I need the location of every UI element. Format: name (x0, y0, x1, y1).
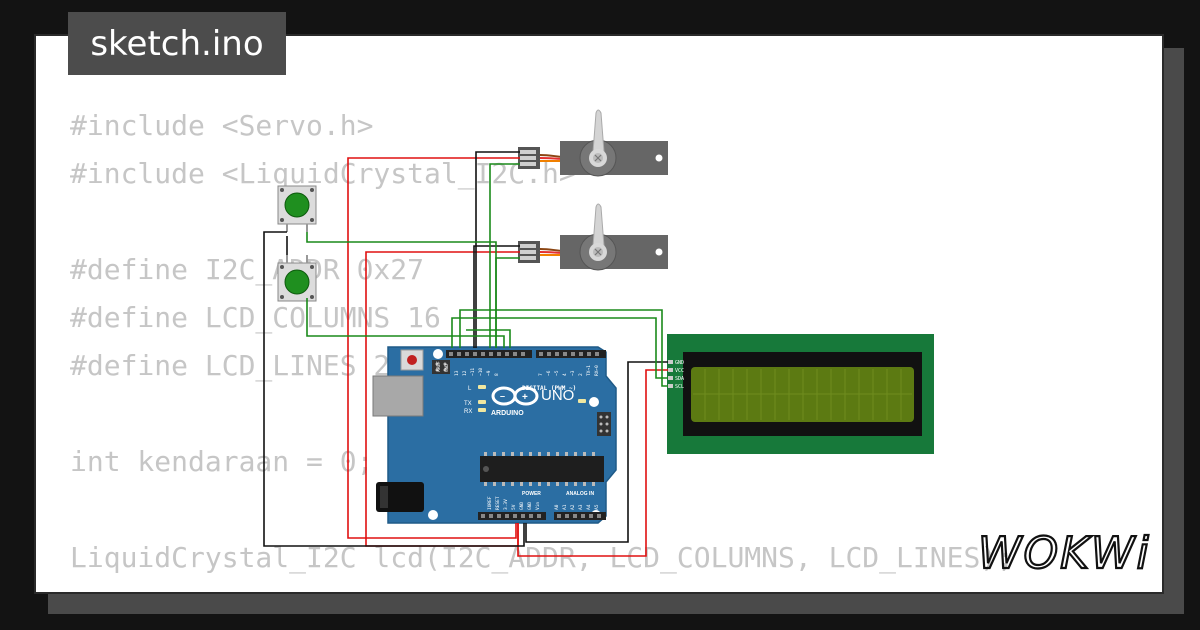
lcd-display[interactable]: GND VCC SDA SCL (667, 334, 934, 454)
wokwi-logo-text: WOKWi (978, 528, 1151, 579)
power-header (478, 512, 546, 520)
icsp-header (432, 360, 611, 436)
pin-label: A0 (554, 504, 560, 510)
code-line: #define I2C_ADDR 0x27 (70, 253, 425, 286)
led-rx-label: RX (464, 409, 472, 415)
pin-label: A1 (562, 504, 568, 510)
lcd-pin-label: VCC (675, 368, 684, 374)
servo-horn (592, 109, 605, 153)
svg-text:–: – (500, 391, 505, 401)
pushbutton-2[interactable] (277, 255, 317, 302)
power-label: POWER (522, 491, 541, 497)
pin-label: GND (527, 502, 533, 510)
wiring (263, 151, 668, 557)
led-tx-label: TX (464, 401, 472, 407)
mounting-hole (655, 248, 663, 256)
digital-label: DIGITAL (PWM ~) (522, 385, 576, 392)
pin-label: A4 (586, 504, 592, 510)
led-l (478, 385, 486, 389)
pin-label: 7 (538, 373, 544, 376)
pin-label: ~10 (478, 368, 484, 376)
pin-label: 13 (454, 370, 460, 376)
pin-label: 3.3V (503, 499, 509, 510)
pin-label: ~9 (486, 370, 492, 376)
mounting-hole (655, 154, 663, 162)
analog-header (554, 512, 606, 520)
pin-label: A5 (594, 504, 600, 510)
pin-label: GND (519, 502, 525, 510)
board-brand: ARDUINO (491, 410, 524, 417)
pin-label: ~3 (570, 370, 576, 376)
lcd-pin-label: SDA (675, 376, 684, 382)
aref-label: AREF (436, 361, 442, 372)
code-line: #include <Servo.h> (70, 109, 374, 142)
pin-label: A2 (570, 504, 576, 510)
pin-label: ~5 (554, 370, 560, 376)
servo-horn (592, 203, 605, 247)
mounting-hole (433, 349, 443, 359)
arduino-infinity-logo: – + (491, 386, 539, 406)
servo-motor-2[interactable] (518, 203, 668, 271)
pin-label: 4 (562, 373, 568, 376)
pushbutton-1[interactable] (277, 185, 317, 232)
pin-label: 8 (494, 373, 500, 376)
analog-label: ANALOG IN (566, 491, 594, 497)
lcd-character-grid (693, 369, 912, 420)
pin-label: TX→1 (586, 365, 592, 376)
lcd-pin-label: GND (675, 360, 684, 366)
atmega-chip (480, 452, 604, 486)
led-rx (478, 408, 486, 412)
led-on (578, 399, 586, 403)
code-listing: #include <Servo.h> #include <LiquidCrysta… (70, 102, 1014, 582)
lcd-pin-label: SCL (675, 384, 684, 390)
board-model: UNO (541, 387, 574, 404)
wokwi-logo-mark: WOKWi (977, 527, 1151, 580)
wokwi-logo: WOKWi (977, 524, 1158, 589)
pin-label: ~6 (546, 370, 552, 376)
pin-label: RX←0 (594, 365, 600, 376)
code-line: #define LCD_LINES 2 (70, 349, 391, 382)
led-tx (478, 400, 486, 404)
led-l-label: L (468, 386, 472, 392)
led-on-label: ON (589, 400, 598, 406)
pin-label: RESET (495, 496, 501, 510)
pin-label: IOREF (487, 496, 493, 510)
code-line: #define LCD_COLUMNS 16 (70, 301, 441, 334)
pin-label: 5V (511, 504, 517, 510)
gnd-label: GND (444, 364, 450, 372)
pin-label: 2 (578, 373, 584, 376)
pin-label: 12 (462, 370, 468, 376)
servo-motor-1[interactable] (518, 109, 668, 177)
mounting-hole (428, 510, 438, 520)
code-line: #include <LiquidCrystal_I2C.h> (70, 157, 576, 190)
mounting-hole (589, 397, 599, 407)
pin-label: Vin (535, 502, 541, 510)
arduino-uno-board[interactable]: AREF GND 13 12 ~11 ~10 ~9 8 7 ~6 ~5 4 ~3… (372, 346, 617, 524)
pin-label: ~11 (470, 368, 476, 376)
file-tab[interactable]: sketch.ino (68, 12, 286, 75)
pin-label: A3 (578, 504, 584, 510)
svg-text:+: + (522, 392, 528, 403)
usb-connector (372, 375, 424, 417)
